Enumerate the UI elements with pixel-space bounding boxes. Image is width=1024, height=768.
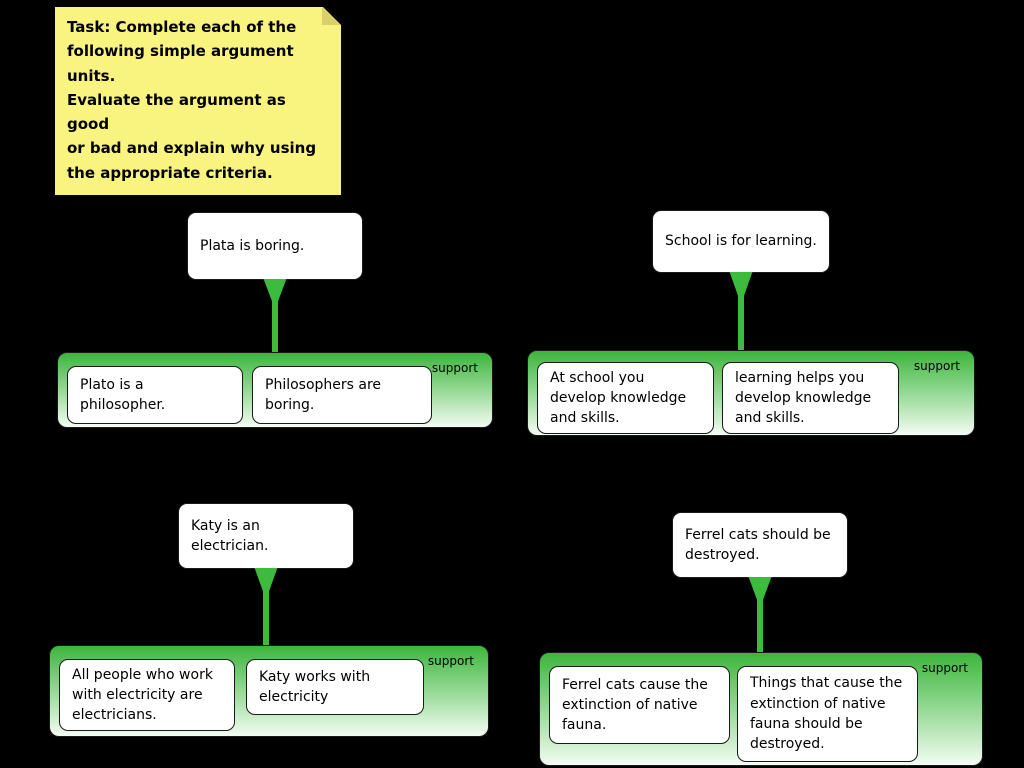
premise-text: All people who work with electricity are… [72, 666, 213, 724]
premise-text: Things that cause the extinction of nati… [750, 675, 903, 753]
premise-box[interactable]: Philosophers are boring. [252, 366, 432, 424]
premise-box[interactable]: Katy works with electricity [246, 659, 424, 715]
claim-text: Ferrel cats should be destroyed. [685, 526, 831, 563]
claim-box[interactable]: Katy is an electrician. [178, 503, 354, 569]
premise-box[interactable]: At school you develop knowledge and skil… [537, 362, 714, 434]
claim-text: Katy is an electrician. [191, 517, 269, 554]
premise-box[interactable]: learning helps you develop knowledge and… [722, 362, 899, 434]
claim-text: School is for learning. [665, 233, 817, 250]
premise-text: learning helps you develop knowledge and… [735, 369, 872, 427]
claim-box[interactable]: Plata is boring. [187, 212, 363, 280]
support-connector [254, 568, 278, 646]
support-label: support [431, 361, 478, 375]
premise-text: Katy works with electricity [259, 668, 371, 705]
premise-text: Plato is a philosopher. [80, 376, 166, 413]
task-note[interactable]: Task: Complete each of the following sim… [55, 7, 341, 195]
claim-box[interactable]: Ferrel cats should be destroyed. [672, 512, 848, 578]
support-label: support [427, 654, 474, 668]
premise-box[interactable]: All people who work with electricity are… [59, 659, 235, 731]
premise-box[interactable]: Ferrel cats cause the extinction of nati… [549, 666, 730, 744]
claim-text: Plata is boring. [200, 237, 305, 254]
premise-box[interactable]: Plato is a philosopher. [67, 366, 243, 424]
premise-box[interactable]: Things that cause the extinction of nati… [737, 666, 918, 762]
support-label: support [921, 661, 968, 675]
support-connector [748, 577, 772, 653]
support-connector [729, 272, 753, 351]
claim-box[interactable]: School is for learning. [652, 210, 830, 273]
support-connector [263, 279, 287, 353]
support-label: support [913, 359, 960, 373]
premise-text: Philosophers are boring. [265, 376, 382, 413]
premise-text: At school you develop knowledge and skil… [550, 369, 687, 427]
premise-text: Ferrel cats cause the extinction of nati… [562, 676, 708, 734]
